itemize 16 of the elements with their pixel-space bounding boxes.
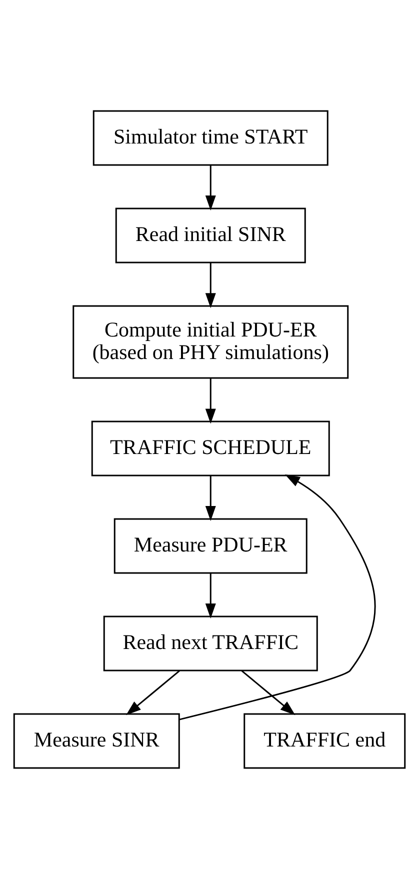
node-box: Read initial SINR	[115, 208, 306, 264]
node-box: Read next TRAFFIC	[103, 616, 318, 672]
node-box: Measure SINR	[13, 713, 180, 769]
node-box: Measure PDU-ER	[114, 518, 308, 574]
arrow	[205, 262, 216, 308]
arrow	[205, 573, 216, 618]
arrow	[126, 670, 180, 716]
node-box: TRAFFIC SCHEDULE	[91, 420, 330, 476]
node-box: Compute initial PDU-ER (based on PHY simulations)	[72, 305, 349, 379]
arrow	[205, 476, 216, 521]
arrow	[205, 165, 216, 210]
arrow	[205, 378, 216, 424]
arrow	[241, 670, 296, 716]
node-box: Simulator time START	[92, 110, 328, 166]
arrow	[179, 474, 376, 720]
node-box: TRAFFIC end	[244, 713, 406, 769]
